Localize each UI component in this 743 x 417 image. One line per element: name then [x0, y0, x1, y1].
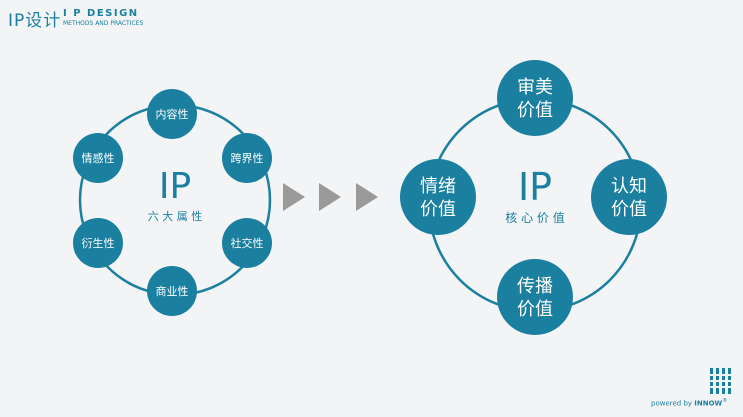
right-diagram: IP 核 心 价 值 审美 价值 认知 价值 传播 价值 情绪 价值 [400, 60, 667, 335]
header-subtitle: METHODS AND PRACTICES [63, 20, 144, 27]
left-node-label: 社交性 [231, 236, 264, 250]
left-diagram: IP 六 大 属 性 内容性 跨界性 社交性 商业性 衍生性 情感性 [73, 89, 272, 316]
left-center-title: IP [159, 166, 191, 207]
left-node-crossover: 跨界性 [222, 133, 272, 183]
right-node-communication: 传播 价值 [497, 259, 573, 335]
right-node-emotion: 情绪 价值 [400, 159, 476, 235]
left-node-commercial: 商业性 [147, 266, 197, 316]
right-node-line1: 审美 [517, 77, 553, 98]
right-center-subtitle: 核 心 价 值 [505, 210, 564, 225]
left-node-label: 内容性 [156, 107, 189, 121]
left-node-social: 社交性 [222, 218, 272, 268]
right-node-line1: 传播 [517, 276, 553, 297]
registered-mark: ® [722, 398, 728, 404]
right-node-cognitive: 认知 价值 [591, 159, 667, 235]
right-node-line2: 价值 [517, 100, 553, 121]
arrow-icon [283, 183, 305, 211]
ip-design-logo: IP设计 [8, 11, 62, 31]
powered-by-label: powered by [651, 399, 695, 408]
left-node-label: 跨界性 [231, 151, 264, 165]
arrow-icon [356, 183, 378, 211]
innow-logo-icon [710, 368, 731, 394]
header-title: I P DESIGN [63, 8, 139, 19]
brand-name: INNOW [694, 399, 723, 408]
left-center-subtitle: 六 大 属 性 [148, 209, 203, 223]
left-node-label: 衍生性 [82, 236, 115, 250]
right-node-line2: 价值 [420, 199, 456, 220]
right-node-aesthetic: 审美 价值 [497, 60, 573, 136]
right-center-title: IP [518, 165, 552, 209]
left-node-content: 内容性 [147, 89, 197, 139]
right-node-line2: 价值 [611, 199, 647, 220]
left-node-emotional: 情感性 [73, 133, 123, 183]
arrows [283, 183, 378, 211]
left-node-label: 商业性 [156, 284, 189, 298]
right-node-line1: 情绪 [420, 176, 456, 197]
right-node-line1: 认知 [611, 176, 647, 197]
left-node-label: 情感性 [82, 151, 115, 165]
arrow-icon [319, 183, 341, 211]
right-node-line2: 价值 [517, 299, 553, 320]
powered-by-footer: powered by INNOW® [651, 398, 727, 407]
left-node-derivative: 衍生性 [73, 218, 123, 268]
